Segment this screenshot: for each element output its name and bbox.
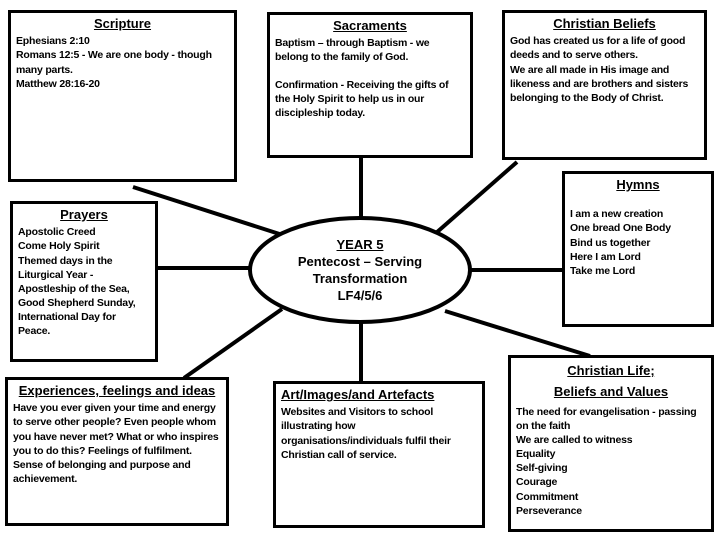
text-line: We are called to witness [516, 433, 633, 446]
box-christian-beliefs: Christian Beliefs God has created us for… [502, 10, 707, 160]
text-line: Equality [516, 448, 556, 461]
text-line: I am a new creation [570, 208, 664, 221]
box-sacraments: Sacraments Baptism – through Baptism - w… [267, 12, 473, 158]
text-line: Romans 12:5 - We are one body - though m… [16, 49, 212, 76]
text-paragraph: Websites and Visitors to school illustra… [281, 406, 451, 461]
box-hymns: Hymns I am a new creation One bread One … [562, 171, 714, 327]
box-sacraments-body: Baptism – through Baptism - we belong to… [275, 36, 465, 120]
center-topic: YEAR 5 Pentecost – Serving Transformatio… [252, 216, 468, 324]
title-line: Beliefs and Values [553, 383, 669, 399]
box-experiences-feelings-ideas: Experiences, feelings and ideas Have you… [5, 377, 229, 526]
text-line: Apostolic Creed [18, 226, 96, 239]
text-paragraph: Confirmation - Receiving the gifts of th… [275, 78, 449, 119]
text-line: Here I am Lord [570, 250, 641, 263]
text-paragraph: Have you ever given your time and energy… [13, 402, 219, 486]
text-line: God has created us for a life of good de… [510, 35, 686, 62]
center-topic-theme2: Transformation [312, 271, 408, 286]
center-ellipse [248, 216, 472, 324]
box-experiences-title: Experiences, feelings and ideas [18, 383, 216, 398]
box-christian-life-title: Christian Life; Beliefs and Values [516, 361, 706, 403]
box-art-images-artefacts: Art/Images/and Artefacts Websites and Vi… [273, 381, 485, 528]
box-prayers: Prayers Apostolic Creed Come Holy Spirit… [10, 201, 158, 362]
text-line: One bread One Body [570, 222, 671, 235]
text-line: We are all made in His image and likenes… [510, 63, 689, 104]
text-line: Take me Lord [570, 264, 636, 277]
box-hymns-body: I am a new creation One bread One Body B… [570, 207, 706, 278]
connector-scripture [132, 185, 293, 240]
title-line: Christian Life; [567, 363, 655, 378]
text-paragraph: Baptism – through Baptism - we belong to… [275, 37, 430, 64]
connector-experiences [182, 307, 284, 380]
box-scripture-body: Ephesians 2:10 Romans 12:5 - We are one … [16, 34, 229, 91]
text-line: Bind us together [570, 236, 651, 249]
center-topic-code: LF4/5/6 [337, 288, 383, 304]
connector-beliefs [434, 160, 519, 235]
box-christian-beliefs-body: God has created us for a life of good de… [510, 34, 699, 105]
box-prayers-body: Apostolic Creed Come Holy Spirit Themed … [18, 225, 150, 338]
box-scripture-title: Scripture [93, 16, 152, 31]
text-line: Themed days in the Liturgical Year - Apo… [18, 254, 136, 338]
text-line: The need for evangelisation - passing on… [516, 405, 697, 432]
box-sacraments-title: Sacraments [333, 18, 407, 33]
box-christian-life-beliefs-values: Christian Life; Beliefs and Values The n… [508, 355, 714, 532]
box-art-body: Websites and Visitors to school illustra… [281, 405, 477, 462]
box-hymns-title: Hymns [616, 177, 660, 192]
connector-life [444, 309, 591, 358]
center-topic-theme: Pentecost – Serving [297, 253, 423, 269]
text-line: Come Holy Spirit [18, 240, 100, 253]
text-line: Self-giving [516, 462, 568, 475]
box-scripture: Scripture Ephesians 2:10 Romans 12:5 - W… [8, 10, 237, 182]
text-line: Courage [516, 476, 558, 489]
text-line: Ephesians 2:10 [16, 35, 90, 48]
box-prayers-title: Prayers [60, 207, 108, 222]
box-christian-life-body: The need for evangelisation - passing on… [516, 405, 706, 518]
box-christian-beliefs-title: Christian Beliefs [553, 16, 656, 31]
box-experiences-body: Have you ever given your time and energy… [13, 401, 221, 486]
center-topic-year: YEAR 5 [336, 236, 384, 252]
box-art-title: Art/Images/and Artefacts [281, 387, 435, 402]
text-line: Perseverance [516, 504, 582, 517]
text-line: Commitment [516, 490, 579, 503]
text-line: Matthew 28:16-20 [16, 77, 100, 90]
